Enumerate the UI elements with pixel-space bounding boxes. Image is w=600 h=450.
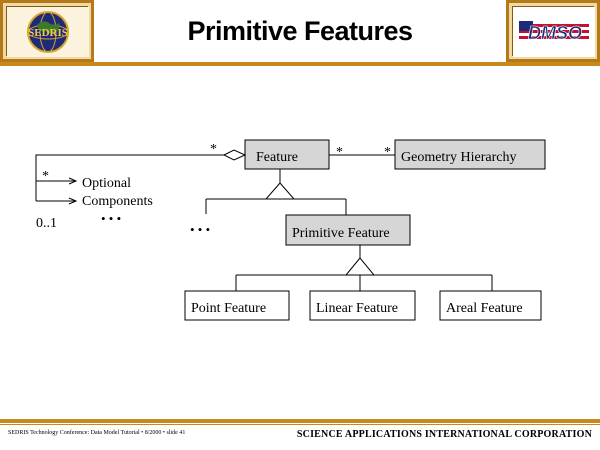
point-feature-box — [184, 290, 290, 321]
dmso-logo-text: DMSO — [528, 23, 582, 43]
sedris-logo-inner: SEDRIS — [6, 6, 89, 57]
optional-arrowhead-1 — [68, 177, 78, 185]
header-divider — [0, 62, 600, 66]
generalization-triangle-primitive — [344, 257, 376, 276]
aggregation-diamond — [222, 149, 247, 161]
point-feature-label: Point Feature — [191, 301, 266, 316]
optional-multiplicity: * — [42, 169, 49, 184]
linear-feature-label: Linear Feature — [316, 301, 398, 316]
areal-feature-label: Areal Feature — [446, 301, 523, 316]
components-label: Components — [82, 194, 153, 209]
dmso-flag-icon: DMSO — [513, 7, 595, 57]
optional-label: Optional — [82, 176, 131, 191]
generalization-triangle-feature — [264, 182, 296, 200]
linear-feature-box — [309, 290, 416, 321]
areal-feature-box — [439, 290, 542, 321]
sedris-logo-text: SEDRIS — [28, 27, 68, 39]
footer-conference-text: SEDRIS Technology Conference: Data Model… — [8, 430, 186, 436]
feature-geometry-multiplicity: * — [336, 145, 343, 160]
page-title: Primitive Features — [187, 15, 413, 46]
footer-company-text: SCIENCE APPLICATIONS INTERNATIONAL CORPO… — [296, 429, 592, 440]
geometry-multiplicity: * — [384, 145, 391, 160]
geometry-hierarchy-label: Geometry Hierarchy — [401, 150, 516, 165]
feature-self-multiplicity: * — [210, 142, 217, 157]
footer-divider — [0, 419, 600, 423]
components-ellipsis: • • • — [101, 211, 121, 226]
footer-divider-thin — [0, 424, 600, 425]
dmso-logo-inner: DMSO — [512, 6, 595, 57]
subclasses-ellipsis: • • • — [190, 222, 210, 237]
feature-label: Feature — [256, 150, 298, 165]
optional-arrowhead-2 — [68, 197, 78, 205]
sedris-logo: SEDRIS — [0, 0, 94, 62]
optional-components-link — [35, 154, 224, 201]
primitive-feature-box — [285, 214, 411, 246]
geometry-hierarchy-box — [394, 139, 546, 170]
sedris-globe-icon: SEDRIS — [7, 7, 89, 57]
primitive-feature-label: Primitive Feature — [292, 226, 390, 241]
dmso-logo: DMSO — [506, 0, 600, 62]
zero-one-multiplicity: 0..1 — [36, 216, 57, 231]
